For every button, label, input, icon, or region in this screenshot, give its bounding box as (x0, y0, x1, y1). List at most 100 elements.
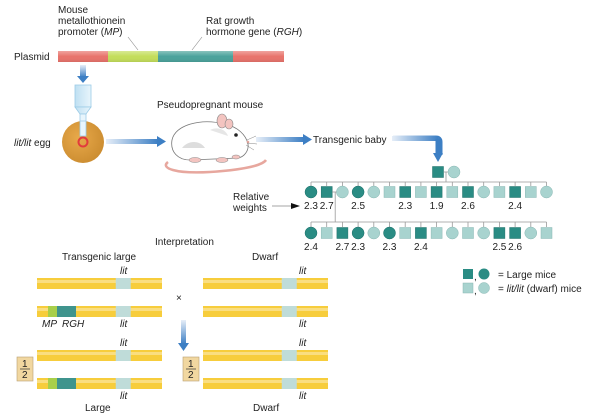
offspring-f1-13-square (493, 186, 506, 198)
legend-dwarf-text: = lit/lit (dwarf) mice (498, 284, 582, 295)
lit-label: lit (299, 266, 307, 277)
offspring-f1-5-circle (367, 185, 381, 199)
relative-weights-label-line2: weights (232, 203, 267, 214)
dwarf-parent-label: Dwarf (252, 252, 278, 263)
large-offspring-chromosome-1 (37, 350, 162, 361)
offspring-f2-2-square (320, 227, 333, 239)
rgh-segment (57, 378, 76, 389)
offspring-f2-3-square (336, 227, 349, 239)
promoter-label-line3: promoter (MP) (58, 27, 122, 38)
legend-large-circle (478, 268, 490, 280)
fraction-box-large: 1 2 (16, 356, 34, 382)
legend-dwarf-square (462, 282, 474, 294)
weight-label: 1.9 (430, 201, 444, 212)
svg-text:,: , (474, 272, 477, 283)
weight-label: 2.3 (304, 201, 318, 212)
arrow-egg-to-mouse (106, 136, 166, 147)
offspring-f1-14-square (509, 186, 521, 198)
pseudopregnant-mouse-label: Pseudopregnant mouse (157, 100, 264, 111)
large-parent-chromosome-1 (37, 278, 162, 289)
arrow-baby-to-parent (392, 135, 443, 162)
weight-label: 2.5 (351, 201, 365, 212)
interpretation-down-arrow (178, 320, 189, 351)
dwarf-offspring-chromosome-2 (203, 378, 328, 389)
lit-locus (281, 378, 297, 389)
result-large-label: Large (85, 403, 111, 414)
lit-label: lit (120, 266, 128, 277)
offspring-f2-10-circle (446, 226, 459, 240)
lit-locus (281, 278, 297, 289)
plasmid-label: Plasmid (14, 52, 50, 63)
offspring-f2-11-square (462, 227, 474, 239)
offspring-f1-6-square (383, 186, 396, 198)
offspring-f1-10-square (446, 186, 459, 198)
offspring-f2-5-circle (367, 226, 381, 240)
plasmid-bar (58, 51, 284, 62)
offspring-f1-8-square (415, 186, 427, 198)
legend-large-square (463, 269, 473, 279)
offspring-f2-12-circle (477, 226, 490, 240)
arrow-mouse-to-baby (256, 134, 312, 145)
lit-label: lit (299, 338, 307, 349)
offspring-f2-7-square (399, 227, 411, 239)
offspring-f2-4-circle (351, 226, 365, 240)
offspring-f1-1-circle (304, 185, 318, 199)
offspring-f2-16-square (540, 227, 553, 239)
lit-locus (281, 306, 297, 317)
promoter-leader-line (127, 36, 139, 51)
offspring-f2-15-circle (524, 226, 538, 240)
lit-locus (115, 378, 131, 389)
offspring-f1-4-circle (351, 185, 365, 199)
gene-label-line2: hormone gene (RGH) (206, 27, 302, 38)
dwarf-parent-chromosome-2 (203, 306, 328, 317)
relative-weights-arrow (272, 203, 300, 209)
lit-label: lit (120, 338, 128, 349)
legend: , = Large mice , = lit/lit (dwarf) mice (462, 268, 582, 297)
interpretation-title: Interpretation (155, 237, 214, 248)
offspring-f2-14-square (509, 227, 521, 239)
promoter-label-line1: Mouse (58, 5, 88, 16)
weight-label: 2.3 (351, 242, 365, 253)
plasmid-labels: Mouse metallothionein promoter (MP) Rat … (14, 5, 302, 63)
large-parent-chromosome-2 (37, 306, 162, 317)
mp-segment (48, 306, 57, 317)
offspring-f1-11-square (462, 186, 474, 198)
weight-label: 2.7 (335, 242, 349, 253)
offspring-f1-12-circle (477, 185, 490, 199)
offspring-f2-13-square (493, 227, 506, 239)
rgh-segment (57, 306, 76, 317)
fraction-box-dwarf: 1 2 (182, 356, 200, 382)
offspring-f2-9-square (430, 227, 443, 239)
weight-label: 2.6 (461, 201, 475, 212)
weight-label: 2.6 (508, 242, 522, 253)
gene-label-line1: Rat growth (206, 16, 254, 27)
mp-label: MP (42, 319, 57, 330)
offspring-f2-8-square (415, 227, 427, 239)
weight-label: 2.4 (508, 201, 522, 212)
lit-label: lit (299, 319, 307, 330)
lit-locus (115, 278, 131, 289)
transgenic-baby-label: Transgenic baby (313, 135, 387, 146)
egg-icon (62, 120, 104, 163)
dwarf-offspring-chromosome-1 (203, 350, 328, 361)
legend-large-text: = Large mice (498, 270, 557, 281)
offspring-f2-6-circle (383, 226, 396, 240)
cross-symbol: × (176, 293, 182, 304)
svg-text:,: , (474, 286, 477, 297)
lit-locus (115, 306, 131, 317)
dwarf-parent-chromosome-1 (203, 278, 328, 289)
large-offspring-chromosome-2 (37, 378, 162, 389)
down-arrow-to-pipette (77, 65, 89, 83)
offspring-f1-2-square (320, 186, 333, 198)
offspring-f1-9-square (430, 186, 443, 198)
founder-male-square (432, 166, 444, 178)
mp-segment (48, 378, 57, 389)
svg-text:2: 2 (188, 370, 194, 381)
relative-weights-label-line1: Relative (233, 192, 270, 203)
offspring-f1-7-square (399, 186, 411, 198)
result-dwarf-label: Dwarf (253, 403, 279, 414)
lit-label: lit (120, 319, 128, 330)
